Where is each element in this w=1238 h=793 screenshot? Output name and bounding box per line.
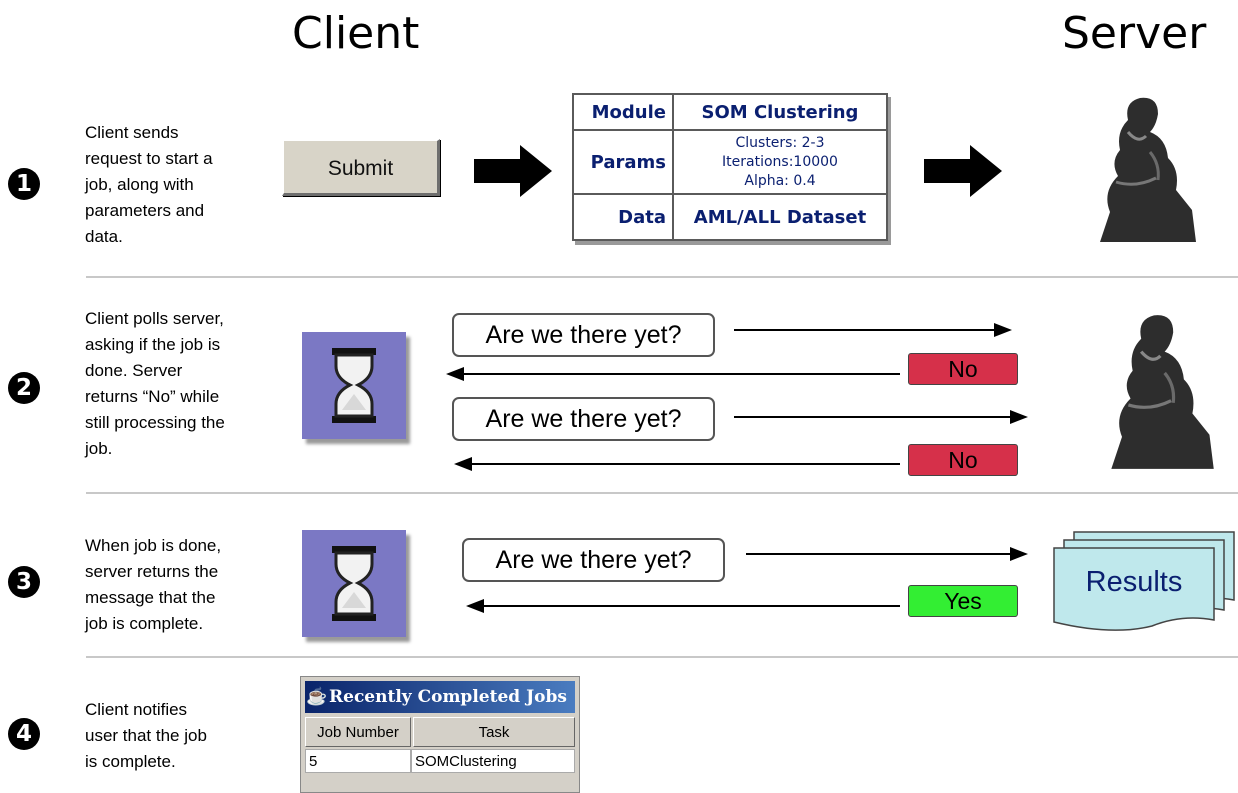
poll-question-bubble: Are we there yet? <box>452 397 715 441</box>
arrow-left-icon <box>446 367 900 381</box>
submit-button[interactable]: Submit <box>282 139 440 196</box>
step-1-number: 1 <box>8 168 40 200</box>
step-2-number: 2 <box>8 372 40 404</box>
java-cup-icon: ☕ <box>306 687 328 707</box>
data-label: Data <box>572 193 674 241</box>
column-header-job-number[interactable]: Job Number <box>305 717 411 747</box>
module-label: Module <box>572 93 674 131</box>
arrow-right-icon <box>746 547 1028 561</box>
arrow-right-icon <box>734 410 1028 424</box>
poll-question-bubble: Are we there yet? <box>462 538 725 582</box>
stacked-documents-icon <box>1053 531 1235 631</box>
client-heading: Client <box>292 8 420 59</box>
params-table: Module SOM Clustering Params Clusters: 2… <box>572 93 888 241</box>
no-response-badge: No <box>908 353 1018 385</box>
table-cell-job-number[interactable]: 5 <box>305 749 411 773</box>
step-2-description: Client polls server,asking if the job is… <box>85 309 225 458</box>
jobs-window-title: Recently Completed Jobs <box>329 687 567 707</box>
thinker-statue-icon <box>1100 97 1196 242</box>
table-cell-task[interactable]: SOMClustering <box>411 749 575 773</box>
arrow-right-icon <box>924 145 1002 197</box>
params-label: Params <box>572 129 674 195</box>
arrow-right-icon <box>734 323 1012 337</box>
no-response-badge: No <box>908 444 1018 476</box>
arrow-left-icon <box>454 457 900 471</box>
arrow-left-icon <box>466 599 900 613</box>
divider <box>86 656 1238 658</box>
step-3-number: 3 <box>8 566 40 598</box>
yes-response-badge: Yes <box>908 585 1018 617</box>
divider <box>86 276 1238 278</box>
jobs-window-titlebar: ☕Recently Completed Jobs <box>305 681 575 713</box>
arrow-right-icon <box>474 145 552 197</box>
server-heading: Server <box>1062 8 1207 59</box>
poll-question-bubble: Are we there yet? <box>452 313 715 357</box>
column-header-task[interactable]: Task <box>413 717 575 747</box>
thinker-statue-icon <box>1111 315 1214 469</box>
module-value: SOM Clustering <box>672 93 888 131</box>
params-values: Clusters: 2-3 Iterations:10000 Alpha: 0.… <box>672 129 888 195</box>
step-4-number: 4 <box>8 718 40 750</box>
hourglass-icon <box>302 332 406 439</box>
divider <box>86 492 1238 494</box>
recently-completed-jobs-window: ☕Recently Completed Jobs Job Number Task… <box>300 676 580 793</box>
data-value: AML/ALL Dataset <box>672 193 888 241</box>
results-label: Results <box>1085 566 1183 598</box>
hourglass-icon <box>302 530 406 637</box>
